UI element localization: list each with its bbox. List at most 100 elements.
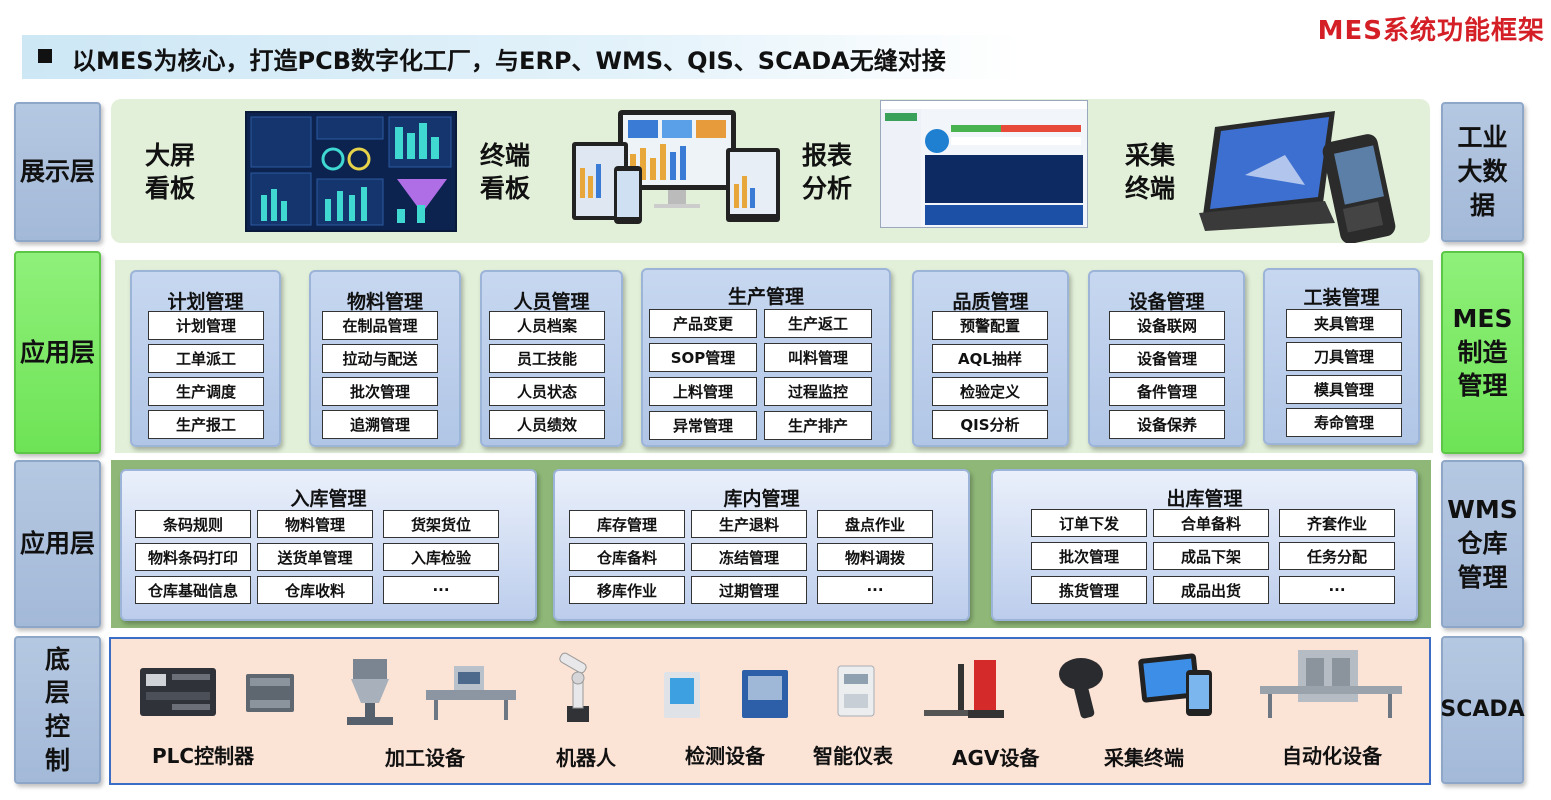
module-title: 品质管理 <box>952 291 1029 313</box>
item-wip-management[interactable]: 在制品管理 <box>322 311 438 340</box>
item-material-management[interactable]: 物料管理 <box>257 510 373 538</box>
item-product-unshelving[interactable]: 成品下架 <box>1153 542 1269 570</box>
automation-line-icon <box>1260 650 1402 718</box>
item-inspection-definition[interactable]: 检验定义 <box>932 377 1048 406</box>
item-batch-management[interactable]: 批次管理 <box>322 377 438 406</box>
item-personnel-performance[interactable]: 人员绩效 <box>489 410 605 439</box>
item-equipment-management[interactable]: 设备管理 <box>1109 344 1225 373</box>
item-plan-management[interactable]: 计划管理 <box>148 311 264 340</box>
module-title: 物料管理 <box>346 291 423 313</box>
device-label-automation: 自动化设备 <box>1282 744 1382 768</box>
item-product-shipping[interactable]: 成品出货 <box>1153 576 1269 604</box>
item-equipment-maintenance[interactable]: 设备保养 <box>1109 410 1225 439</box>
plc-module-icon <box>246 674 294 712</box>
collector-terminal-image <box>1185 105 1415 244</box>
test-chamber-icon <box>664 672 700 718</box>
layer-label-bigdata: 工业大数据 <box>1441 102 1524 242</box>
item-exception-management[interactable]: 异常管理 <box>649 411 757 440</box>
item-more[interactable]: ··· <box>1279 576 1395 604</box>
item-material-call[interactable]: 叫料管理 <box>764 343 872 372</box>
devices-icon <box>572 110 780 224</box>
module-title: 入库管理 <box>290 488 367 510</box>
item-expiry-management[interactable]: 过期管理 <box>691 576 807 604</box>
item-qis-analysis[interactable]: QIS分析 <box>932 410 1048 439</box>
item-alert-config[interactable]: 预警配置 <box>932 311 1048 340</box>
robot-arm-icon <box>559 652 589 722</box>
item-lifetime-management[interactable]: 寿命管理 <box>1286 408 1402 437</box>
layer-label-text: 应用层 <box>19 529 95 559</box>
item-order-dispatch[interactable]: 订单下发 <box>1031 509 1147 537</box>
device-label-agv: AGV设备 <box>952 746 1040 770</box>
item-production-sequencing[interactable]: 生产排产 <box>764 411 872 440</box>
layer-label-text: SCADA <box>1440 697 1525 723</box>
pos-terminal-icon <box>1199 111 1396 244</box>
item-process-monitoring[interactable]: 过程监控 <box>764 377 872 406</box>
item-aql-sampling[interactable]: AQL抽样 <box>932 344 1048 373</box>
item-barcode-printing[interactable]: 物料条码打印 <box>135 543 251 571</box>
item-product-change[interactable]: 产品变更 <box>649 309 757 338</box>
layer-label-text: 应用层 <box>19 337 95 367</box>
item-shelf-location[interactable]: 货架货位 <box>383 510 499 538</box>
layer-label-mes-app: 应用层 <box>14 251 101 454</box>
device-label-testing: 检测设备 <box>685 744 765 768</box>
item-equipment-networking[interactable]: 设备联网 <box>1109 311 1225 340</box>
module-title: 出库管理 <box>1166 488 1243 510</box>
item-picking-management[interactable]: 拣货管理 <box>1031 576 1147 604</box>
display-label-terminal: 终端看板 <box>479 141 530 203</box>
item-material-return[interactable]: 生产退料 <box>691 510 807 538</box>
bullet-square-icon <box>38 49 52 63</box>
item-delivery-note[interactable]: 送货单管理 <box>257 543 373 571</box>
item-pull-delivery[interactable]: 拉动与配送 <box>322 344 438 373</box>
item-loading-management[interactable]: 上料管理 <box>649 377 757 406</box>
item-task-assignment[interactable]: 任务分配 <box>1279 542 1395 570</box>
item-combined-prep[interactable]: 合单备料 <box>1153 509 1269 537</box>
item-cutter-management[interactable]: 刀具管理 <box>1286 342 1402 371</box>
item-warehouse-basic-info[interactable]: 仓库基础信息 <box>135 576 251 604</box>
dashboard-screen-image <box>245 111 457 232</box>
device-label-meter: 智能仪表 <box>813 744 893 768</box>
layer-label-text: WMS仓库管理 <box>1447 495 1518 592</box>
module-title: 计划管理 <box>167 291 244 313</box>
device-label-robot: 机器人 <box>556 746 616 770</box>
module-title: 生产管理 <box>727 286 804 308</box>
item-personnel-files[interactable]: 人员档案 <box>489 311 605 340</box>
test-cabinet-icon <box>742 670 788 718</box>
item-inventory-management[interactable]: 库存管理 <box>569 510 685 538</box>
item-spare-parts[interactable]: 备件管理 <box>1109 377 1225 406</box>
item-batch-management[interactable]: 批次管理 <box>1031 542 1147 570</box>
device-label-processing: 加工设备 <box>385 746 465 770</box>
item-personnel-status[interactable]: 人员状态 <box>489 377 605 406</box>
inspection-machine-icon <box>426 666 516 720</box>
item-traceability[interactable]: 追溯管理 <box>322 410 438 439</box>
item-inbound-inspection[interactable]: 入库检验 <box>383 543 499 571</box>
item-production-rework[interactable]: 生产返工 <box>764 309 872 338</box>
dashboard-icon <box>250 116 452 226</box>
item-work-order-dispatch[interactable]: 工单派工 <box>148 344 264 373</box>
item-production-scheduling[interactable]: 生产调度 <box>148 377 264 406</box>
item-material-transfer[interactable]: 物料调拨 <box>817 543 933 571</box>
item-stocktaking[interactable]: 盘点作业 <box>817 510 933 538</box>
item-sop-management[interactable]: SOP管理 <box>649 343 757 372</box>
item-mold-management[interactable]: 模具管理 <box>1286 375 1402 404</box>
item-fixture-management[interactable]: 夹具管理 <box>1286 309 1402 338</box>
layer-label-wms-app: 应用层 <box>14 460 101 628</box>
item-warehouse-prep[interactable]: 仓库备料 <box>569 543 685 571</box>
item-freeze-management[interactable]: 冻结管理 <box>691 543 807 571</box>
layer-label-text: 展示层 <box>19 157 95 187</box>
item-barcode-rules[interactable]: 条码规则 <box>135 510 251 538</box>
module-title: 库内管理 <box>723 488 800 510</box>
item-more[interactable]: ··· <box>383 576 499 604</box>
item-production-reporting[interactable]: 生产报工 <box>148 410 264 439</box>
device-label-collector: 采集终端 <box>1104 746 1184 770</box>
banner-background <box>22 35 1022 79</box>
item-employee-skills[interactable]: 员工技能 <box>489 344 605 373</box>
module-title: 人员管理 <box>513 291 590 313</box>
item-kitting[interactable]: 齐套作业 <box>1279 509 1395 537</box>
report-screen-image <box>880 100 1088 228</box>
item-location-move[interactable]: 移库作业 <box>569 576 685 604</box>
layer-label-scada: SCADA <box>1440 636 1525 784</box>
agv-forklift-icon <box>924 660 1004 718</box>
item-more[interactable]: ··· <box>817 576 933 604</box>
item-warehouse-receiving[interactable]: 仓库收料 <box>257 576 373 604</box>
barcode-scanner-icon <box>1059 658 1103 719</box>
